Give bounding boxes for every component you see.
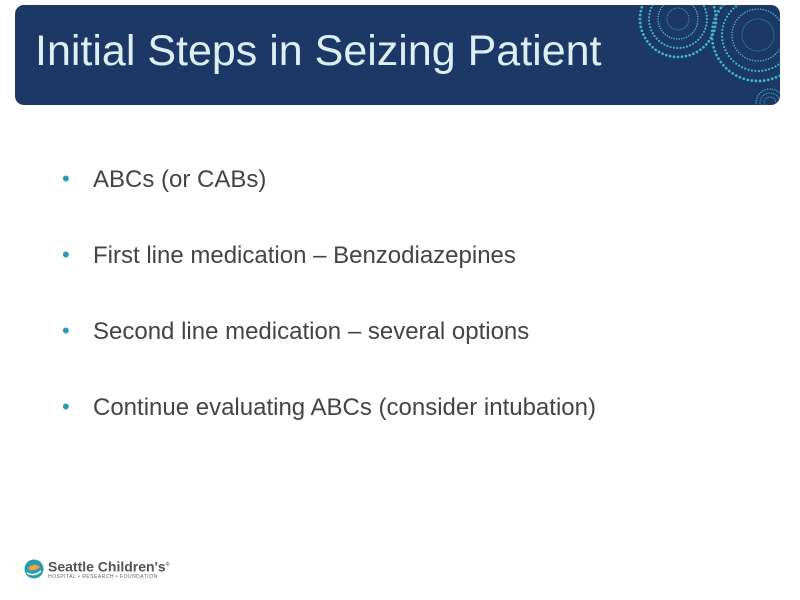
bullet-marker: • [62, 394, 70, 419]
slide-title: Initial Steps in Seizing Patient [35, 27, 602, 75]
bullet-item: •ABCs (or CABs) [62, 166, 267, 193]
title-banner: Initial Steps in Seizing Patient [15, 5, 780, 105]
dotted-circles-decoration [638, 5, 780, 105]
bullet-item: •Second line medication – several option… [62, 318, 530, 345]
bullet-list: •ABCs (or CABs) •First line medication –… [62, 166, 596, 470]
bullet-marker: • [62, 242, 70, 267]
logo-mark-icon [24, 559, 44, 579]
bullet-item: •Continue evaluating ABCs (consider intu… [62, 394, 596, 421]
bullet-marker: • [62, 166, 70, 191]
bullet-marker: • [62, 318, 70, 343]
bullet-item: •First line medication – Benzodiazepines [62, 242, 516, 269]
seattle-childrens-logo: Seattle Children's® HOSPITAL • RESEARCH … [24, 558, 169, 580]
